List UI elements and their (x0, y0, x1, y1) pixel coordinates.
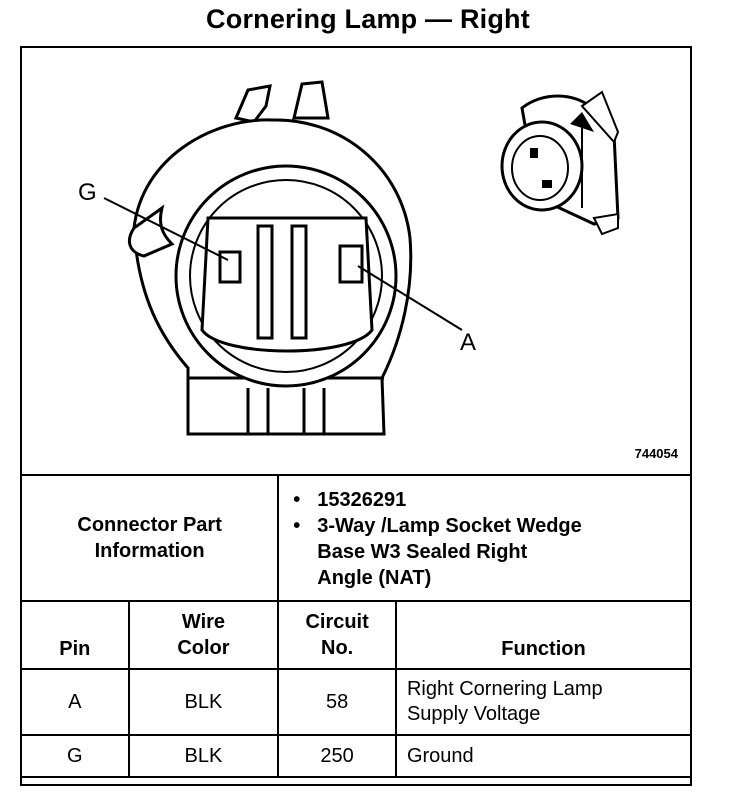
header-circuit-line1: Circuit (305, 611, 369, 633)
header-wire-line2: Color (177, 637, 230, 659)
function-cell: Right Cornering Lamp Supply Voltage (394, 668, 693, 736)
header-circuit-no: Circuit No. (277, 600, 397, 670)
part-description-line2: Base W3 Sealed Right (317, 541, 528, 563)
figure-id: 744054 (634, 446, 678, 461)
part-description: 3-Way /Lamp Socket Wedge Base W3 Sealed … (317, 513, 582, 591)
connector-latch (233, 84, 272, 124)
function-line1: Right Cornering Lamp (406, 678, 603, 700)
label-g: G (78, 179, 97, 206)
header-circuit-line2: No. (321, 637, 354, 659)
pin-cell: A (20, 668, 130, 736)
connector-part-info: • 15326291 • 3-Way /Lamp Socket Wedge Ba… (277, 474, 692, 602)
wire-color-cell: BLK (127, 734, 280, 778)
pin-cell: G (20, 734, 130, 778)
part-description-line1: 3-Way /Lamp Socket Wedge (317, 515, 582, 537)
page-title: Cornering Lamp — Right (206, 4, 530, 34)
header-wire-line1: Wire (181, 611, 226, 633)
connector-perspective-view (500, 90, 620, 236)
connector-part-label-line1: Connector Part (77, 514, 222, 536)
table-row: A BLK 58 Right Cornering Lamp Supply Vol… (20, 668, 693, 736)
header-wire-color: Wire Color (127, 600, 280, 670)
header-function: Function (394, 600, 693, 670)
connector-face-diagram: G A (78, 80, 620, 436)
part-description-line3: Angle (NAT) (317, 567, 432, 589)
connector-info-table: Connector Part Information • 15326291 • … (19, 474, 693, 778)
function-line2: Supply Voltage (406, 703, 541, 725)
function-cell: Ground (394, 734, 693, 778)
connector-part-label-line2: Information (94, 540, 205, 562)
table-row: G BLK 250 Ground (20, 734, 693, 778)
connector-part-label: Connector Part Information (19, 474, 280, 602)
connector-side-hook (127, 204, 175, 258)
part-number: 15326291 (317, 489, 407, 511)
diagram-frame: G A 744054 Connector Part Information (19, 46, 693, 786)
bullet-icon: • (293, 515, 301, 537)
terminal-a (338, 244, 364, 284)
leader-g (103, 197, 229, 261)
part-description-item: • 3-Way /Lamp Socket Wedge Base W3 Seale… (293, 513, 690, 591)
circuit-cell: 58 (277, 668, 397, 736)
leader-a (357, 265, 463, 331)
label-a: A (460, 329, 476, 356)
part-number-item: • 15326291 (293, 487, 690, 513)
header-pin: Pin (20, 600, 130, 670)
wire-color-cell: BLK (127, 668, 280, 736)
connector-top-rib (292, 80, 330, 120)
bullet-icon: • (293, 489, 301, 511)
socket-face (200, 216, 374, 353)
circuit-cell: 250 (277, 734, 397, 778)
